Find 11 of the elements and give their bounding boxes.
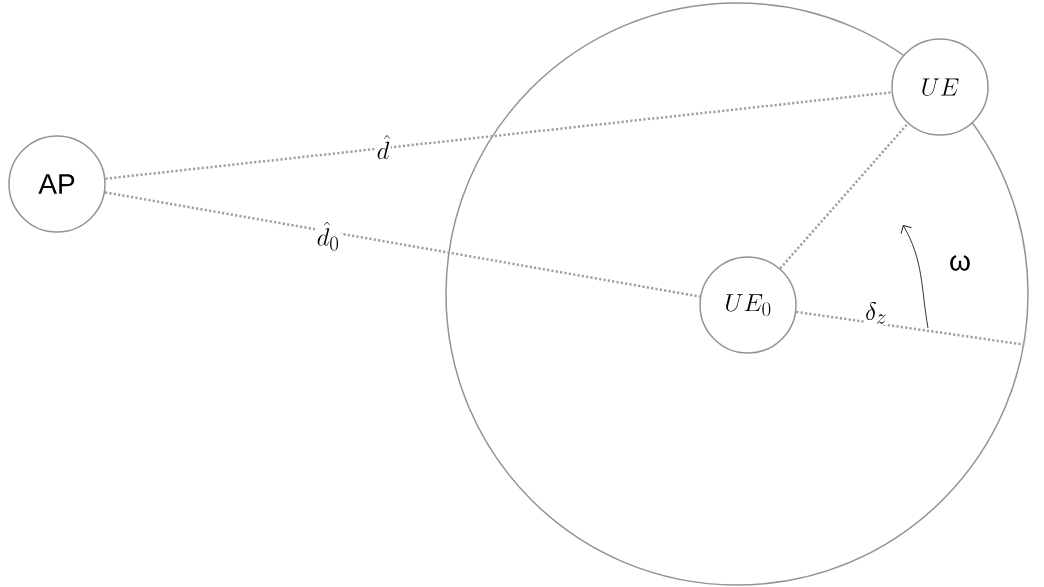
dotted-line <box>104 191 701 298</box>
circle-node: $UE_0$ <box>699 256 797 354</box>
edge-label: $\hat{d}_0$ <box>317 221 339 251</box>
dotted-line <box>796 310 1025 346</box>
dotted-line <box>105 91 892 180</box>
edge-label: $\hat{d}$ <box>377 135 391 160</box>
angle-label: ω <box>950 255 970 271</box>
circle-node: AP <box>8 135 106 233</box>
edge-label: $\delta_z$ <box>866 302 886 324</box>
dotted-line <box>779 122 909 270</box>
large-circle <box>445 2 1029 586</box>
